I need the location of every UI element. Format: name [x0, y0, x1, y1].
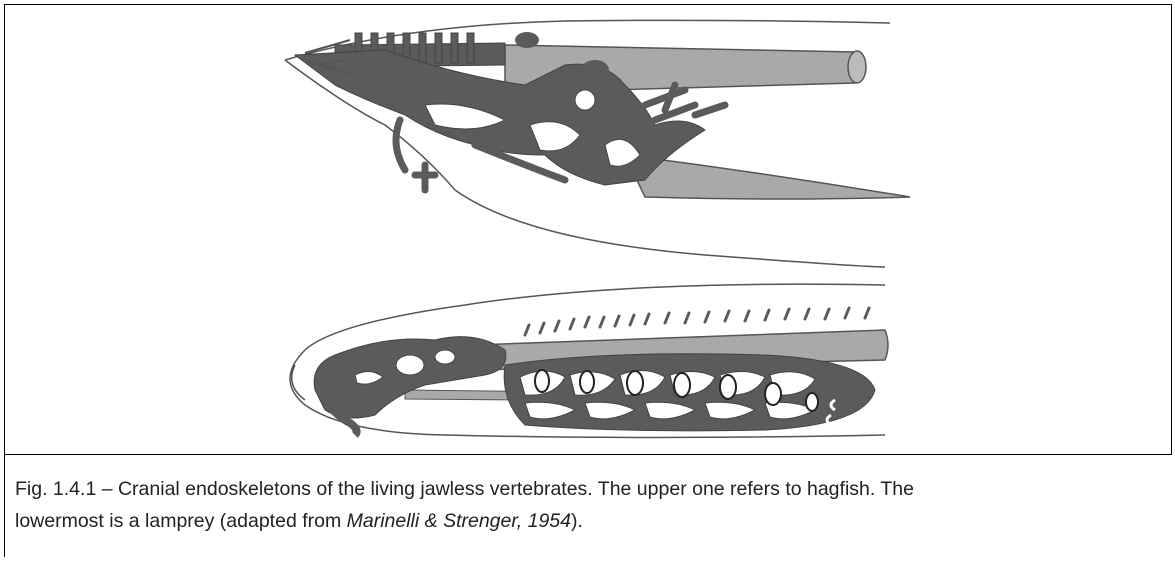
caption-line-2-prefix: lowermost is a lamprey (adapted from [15, 510, 347, 532]
lamprey-cranium [314, 337, 506, 418]
lamprey-skull [290, 284, 888, 437]
hagfish-skull [285, 20, 910, 267]
figure-table: Fig. 1.4.1 – Cranial endoskeletons of th… [4, 4, 1172, 557]
caption-line-1: Fig. 1.4.1 – Cranial endoskeletons of th… [15, 478, 914, 500]
figure-caption: Fig. 1.4.1 – Cranial endoskeletons of th… [15, 473, 1155, 537]
caption-citation: Marinelli & Strenger, 1954 [347, 510, 571, 532]
caption-cell: Fig. 1.4.1 – Cranial endoskeletons of th… [4, 454, 1172, 557]
hagfish-tongue-cartilage [625, 155, 910, 199]
figure-illustration [5, 5, 1173, 456]
caption-line-2-suffix: ). [571, 510, 583, 532]
figure-illustration-cell [4, 4, 1172, 455]
